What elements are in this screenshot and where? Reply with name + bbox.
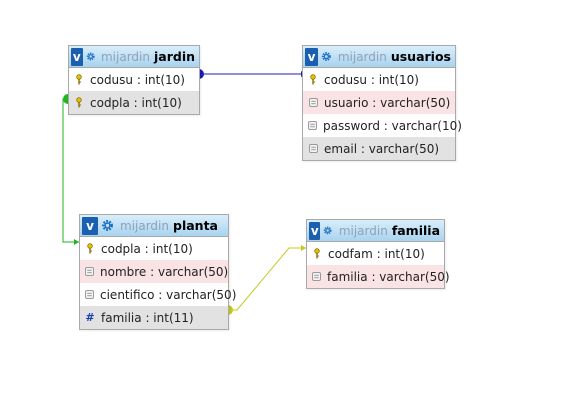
gear-icon[interactable]	[86, 50, 95, 63]
column-icon	[85, 290, 94, 299]
column-label: cientifico : varchar(50)	[100, 287, 237, 302]
column-row[interactable]: codusu : int(10)	[69, 68, 199, 91]
column-row[interactable]: codpla : int(10)	[80, 237, 228, 260]
table-header[interactable]: v mijardin familia	[307, 220, 444, 242]
table-header[interactable]: v mijardin planta	[80, 215, 228, 237]
column-label: nombre : varchar(50)	[100, 264, 229, 279]
column-label: usuario : varchar(50)	[324, 95, 451, 110]
toggle-button[interactable]: v	[82, 216, 98, 235]
database-name: mijardin	[338, 223, 388, 238]
database-name: mijardin	[100, 49, 150, 64]
index-icon: #	[85, 311, 95, 324]
key-icon	[312, 248, 322, 259]
key-icon	[85, 243, 95, 254]
gear-icon[interactable]	[321, 50, 332, 63]
column-row[interactable]: usuario : varchar(50)	[303, 91, 455, 114]
column-row[interactable]: nombre : varchar(50)	[80, 260, 228, 283]
toggle-button[interactable]: v	[305, 47, 319, 66]
relation-planta-familia[interactable]	[228, 245, 306, 315]
table-name: jardin	[153, 49, 195, 64]
table-header[interactable]: v mijardin usuarios	[303, 46, 455, 68]
table-name: planta	[173, 218, 218, 233]
gear-icon[interactable]	[101, 219, 114, 232]
table-familia[interactable]: v mijardin familia codfam : int(10) fami…	[306, 219, 450, 289]
column-label: codfam : int(10)	[328, 246, 425, 261]
table-usuarios[interactable]: v mijardin usuarios codusu : int(10) usu…	[302, 45, 462, 161]
column-label: codpla : int(10)	[101, 241, 193, 256]
table-header[interactable]: v mijardin jardin	[69, 46, 199, 68]
column-icon	[308, 121, 317, 130]
key-icon	[74, 97, 84, 108]
column-row[interactable]: # familia : int(11)	[80, 306, 228, 329]
column-icon	[85, 267, 94, 276]
database-name: mijardin	[337, 49, 387, 64]
column-label: familia : int(11)	[101, 310, 194, 325]
column-row[interactable]: familia : varchar(50)	[307, 265, 450, 288]
column-row[interactable]: email : varchar(50)	[303, 137, 455, 160]
table-name: familia	[391, 223, 440, 238]
relation-jardin-planta[interactable]	[62, 94, 79, 245]
column-label: codusu : int(10)	[90, 72, 185, 87]
relation-jardin-usuarios[interactable]	[199, 69, 306, 79]
key-icon	[308, 74, 318, 85]
column-label: codusu : int(10)	[324, 72, 419, 87]
database-name: mijardin	[120, 218, 169, 233]
column-row[interactable]: password : varchar(10)	[303, 114, 462, 137]
toggle-button[interactable]: v	[71, 47, 83, 66]
column-label: familia : varchar(50)	[327, 269, 450, 284]
table-jardin[interactable]: v mijardin jardin codusu : int(10) codpl…	[68, 45, 200, 115]
column-row[interactable]: codfam : int(10)	[307, 242, 444, 265]
toggle-button[interactable]: v	[309, 221, 321, 240]
table-name: usuarios	[390, 49, 451, 64]
column-icon	[308, 98, 318, 107]
column-icon	[308, 144, 318, 153]
gear-icon[interactable]	[323, 224, 333, 237]
column-row[interactable]: cientifico : varchar(50)	[80, 283, 236, 306]
table-planta[interactable]: v mijardin planta codpla : int(10) nombr…	[79, 214, 236, 330]
column-row[interactable]: codusu : int(10)	[303, 68, 455, 91]
column-icon	[312, 272, 321, 281]
column-label: codpla : int(10)	[90, 95, 182, 110]
column-row[interactable]: codpla : int(10)	[69, 91, 199, 114]
column-label: password : varchar(10)	[323, 118, 462, 133]
key-icon	[74, 74, 84, 85]
column-label: email : varchar(50)	[324, 141, 440, 156]
